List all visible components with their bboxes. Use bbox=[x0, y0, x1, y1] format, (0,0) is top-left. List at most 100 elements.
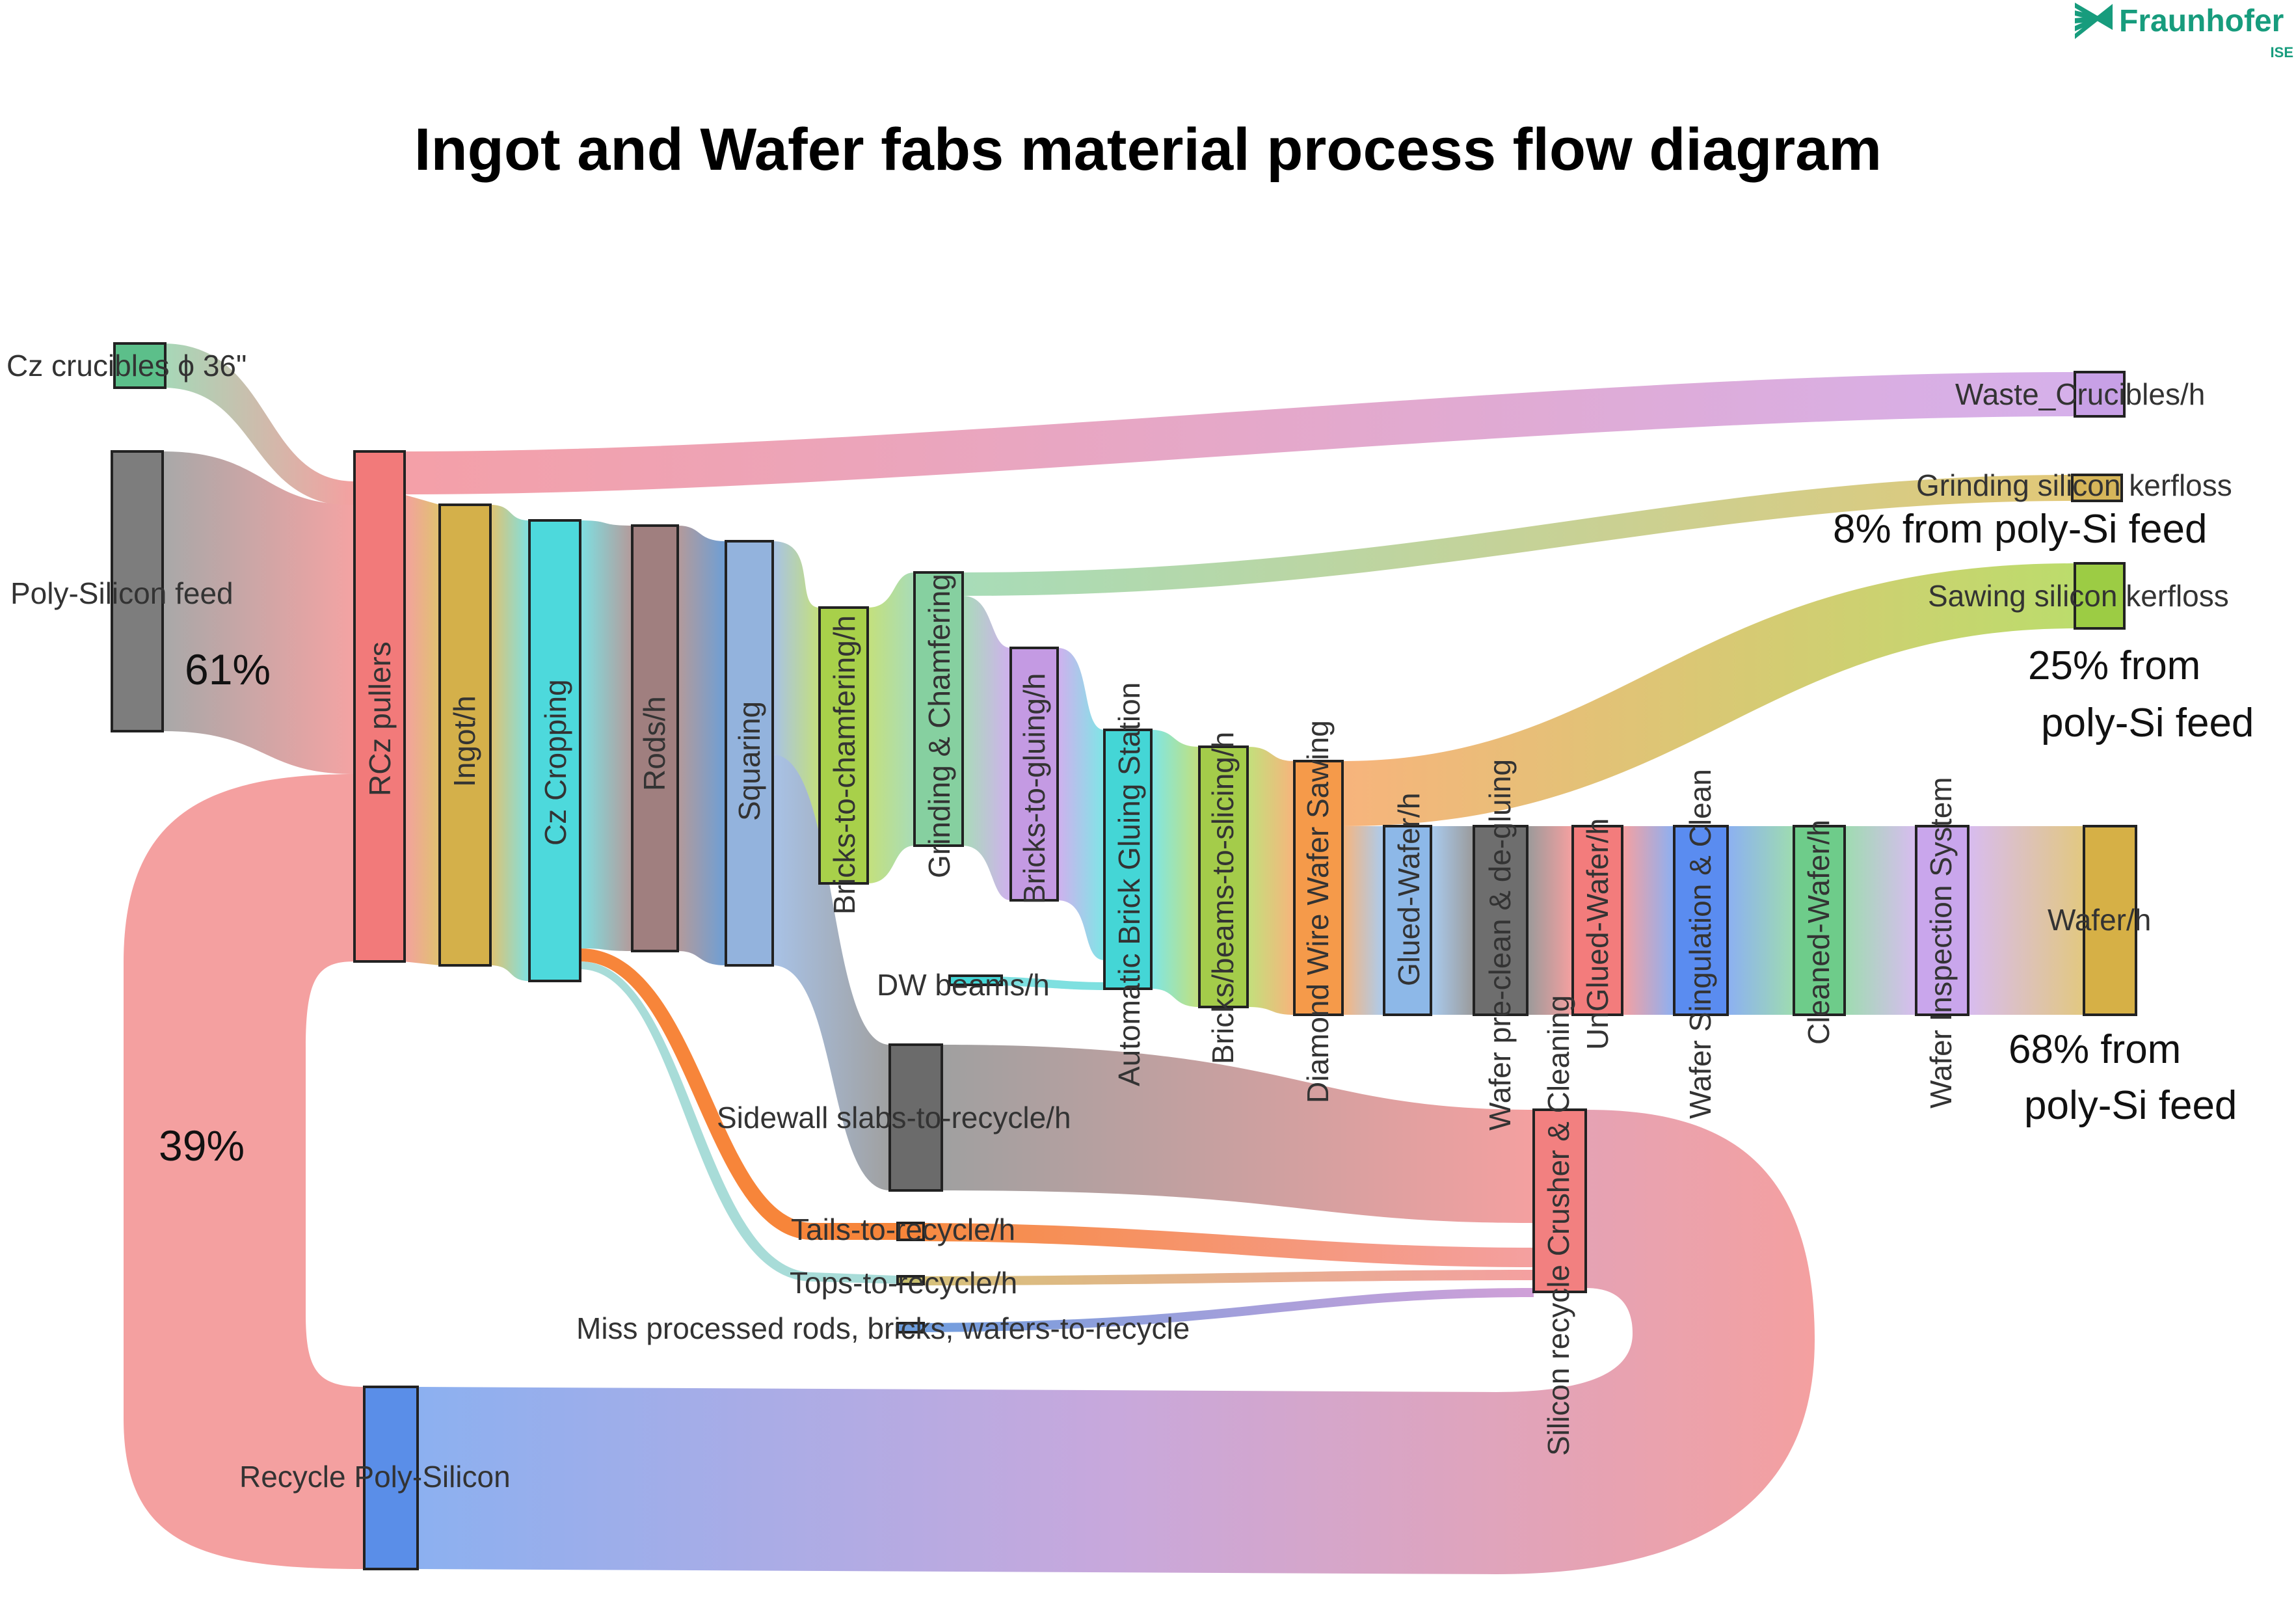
label-miss: Miss processed rods, bricks, wafers-to-r… bbox=[576, 1311, 1190, 1345]
link-rcz-ingot bbox=[403, 494, 440, 965]
node-preclean bbox=[1473, 825, 1528, 1016]
node-cz-crucibles bbox=[113, 342, 167, 389]
node-tails bbox=[896, 1222, 925, 1241]
link-miss-crusher bbox=[898, 1288, 1534, 1332]
label-sawing-kerf: Sawing silicon kerfloss bbox=[1928, 579, 2229, 613]
link-unglued-sing bbox=[1622, 826, 1674, 1015]
label-grinding-kerf: Grinding silicon kerfloss bbox=[1916, 468, 2232, 502]
vertical-labels: RCz pullers Ingot/h Cz Cropping Rods/h S… bbox=[363, 574, 1958, 1456]
node-waste-crucibles bbox=[2074, 371, 2126, 418]
link-gluing-station bbox=[1058, 648, 1104, 960]
link-sidewall-crusher bbox=[942, 1045, 1534, 1223]
node-squaring bbox=[725, 540, 774, 967]
label-preclean: Wafer pre-clean & de-gluing bbox=[1483, 759, 1517, 1131]
node-dw-beams bbox=[948, 974, 1003, 986]
fraunhofer-logo-mark-icon bbox=[2075, 3, 2113, 39]
label-bricks-slicing: Bricks/beams-to-slicing/h bbox=[1206, 732, 1240, 1064]
label-bricks-chamfer: Bricks-to-chamfering/h bbox=[827, 615, 861, 915]
link-tails-crusher bbox=[911, 1223, 1534, 1267]
link-station-slicing bbox=[1151, 730, 1199, 1007]
label-sidewall: Sidewall slabs-to-recycle/h bbox=[717, 1101, 1071, 1134]
label-sawing-pct-2: poly-Si feed bbox=[2041, 701, 2254, 745]
node-inspection bbox=[1915, 825, 1969, 1016]
labels: Cz crucibles ϕ 36" Poly-Silicon feed 61%… bbox=[7, 349, 2254, 1494]
link-squaring-sidewall bbox=[773, 755, 890, 1190]
page-title: Ingot and Wafer fabs material process fl… bbox=[414, 116, 1882, 183]
label-cz-cropping: Cz Cropping bbox=[539, 679, 572, 846]
label-crusher: Silicon recycle Crusher & Cleaning bbox=[1542, 995, 1575, 1456]
logo-name: Fraunhofer bbox=[2119, 4, 2284, 38]
node-dw-sawing bbox=[1293, 760, 1344, 1016]
label-rcz: RCz pullers bbox=[363, 641, 397, 796]
fraunhofer-logo: Fraunhofer ISE bbox=[2075, 0, 2296, 65]
node-ingot bbox=[438, 503, 492, 967]
label-ingot: Ingot/h bbox=[447, 695, 481, 787]
links bbox=[124, 343, 2084, 1574]
node-singulation bbox=[1673, 825, 1729, 1016]
label-wafer: Wafer/h bbox=[2048, 903, 2151, 937]
logo-sub: ISE bbox=[2271, 44, 2293, 60]
node-miss bbox=[896, 1322, 925, 1334]
node-bricks-gluing bbox=[1009, 647, 1059, 902]
node-glued-wafer bbox=[1383, 825, 1432, 1016]
link-crucibles-rcz bbox=[163, 343, 354, 506]
label-gluing-station: Automatic Brick Gluing Station bbox=[1112, 682, 1146, 1086]
label-recycle-poly: Recycle Poly-Silicon bbox=[239, 1460, 511, 1494]
label-feed-pct: 61% bbox=[185, 645, 271, 693]
node-cz-cropping bbox=[528, 519, 581, 982]
label-grinding: Grinding & Chamfering bbox=[922, 574, 956, 878]
node-sidewall bbox=[888, 1043, 943, 1192]
link-insp-wafer bbox=[1968, 826, 2084, 1015]
label-cleaned: Cleaned-Wafer/h bbox=[1802, 820, 1835, 1045]
label-recycle-pct: 39% bbox=[159, 1121, 245, 1170]
link-glued-preclean bbox=[1431, 826, 1474, 1015]
nodes bbox=[111, 342, 2137, 1570]
link-cropping-tails bbox=[580, 948, 911, 1240]
link-sawing-glued bbox=[1342, 826, 1384, 1015]
link-crusher-recycle bbox=[418, 1110, 1815, 1574]
link-sing-cleaned bbox=[1728, 826, 1794, 1015]
node-rods bbox=[631, 524, 679, 952]
label-poly-feed: Poly-Silicon feed bbox=[10, 576, 234, 610]
node-grinding bbox=[913, 571, 964, 847]
link-tops-crusher bbox=[911, 1270, 1534, 1285]
label-glued-wafer: Glued-Wafer/h bbox=[1392, 793, 1426, 986]
label-waste-crucibles: Waste_Crucibles/h bbox=[1955, 377, 2205, 411]
label-cz-crucibles: Cz crucibles ϕ 36" bbox=[7, 349, 247, 382]
node-bricks-chamfer bbox=[818, 606, 869, 885]
node-rcz-pullers bbox=[353, 450, 406, 963]
node-tops bbox=[896, 1275, 925, 1285]
link-sawing-kerf bbox=[1342, 563, 2075, 826]
node-recycle-poly bbox=[363, 1386, 419, 1570]
node-poly-feed bbox=[111, 450, 164, 732]
label-unglued: UnGlued-Wafer/h bbox=[1581, 818, 1614, 1050]
label-dw-sawing: Diamond Wire Wafer Sawing bbox=[1301, 720, 1335, 1103]
node-crusher bbox=[1532, 1108, 1587, 1293]
link-bricks-grinding bbox=[868, 572, 914, 883]
label-wafer-pct-2: poly-Si feed bbox=[2024, 1083, 2237, 1128]
link-ingot-cropping bbox=[490, 505, 529, 981]
node-wafer bbox=[2083, 825, 2137, 1016]
link-slicing-sawing bbox=[1248, 747, 1294, 1015]
node-sawing-kerf bbox=[2074, 562, 2126, 630]
label-bricks-gluing: Bricks-to-gluing/h bbox=[1017, 673, 1051, 904]
label-sawing-pct-1: 25% from bbox=[2028, 643, 2200, 688]
link-preclean-unglued bbox=[1527, 826, 1573, 1015]
link-cropping-rods bbox=[580, 520, 632, 951]
node-cleaned bbox=[1793, 825, 1846, 1016]
label-tails: Tails-to-recycle/h bbox=[791, 1213, 1015, 1246]
link-recycle-rcz bbox=[124, 774, 364, 1569]
label-squaring: Squaring bbox=[732, 701, 766, 821]
link-cropping-tops bbox=[580, 961, 911, 1284]
link-cleaned-insp bbox=[1845, 826, 1916, 1015]
link-rods-squaring bbox=[678, 526, 726, 965]
link-feed-rcz bbox=[163, 451, 354, 774]
node-bricks-slicing bbox=[1198, 745, 1249, 1008]
link-grinding-kerf bbox=[963, 475, 2072, 596]
label-grinding-pct: 8% from poly-Si feed bbox=[1833, 507, 2207, 552]
label-tops: Tops-to-recycle/h bbox=[790, 1266, 1017, 1300]
label-dw-beams: DW beams/h bbox=[877, 968, 1050, 1002]
label-rods: Rods/h bbox=[637, 696, 671, 791]
label-wafer-pct-1: 68% from bbox=[2009, 1027, 2181, 1072]
